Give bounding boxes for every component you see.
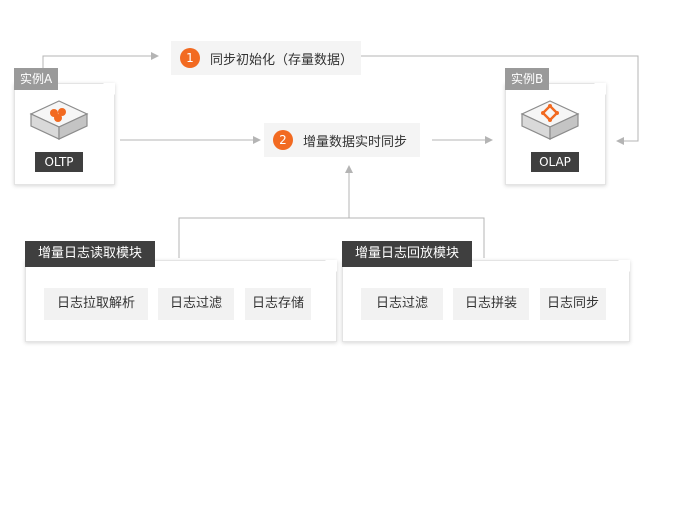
instance-a-tag: 实例A bbox=[14, 68, 59, 90]
card-corner-fold bbox=[618, 260, 630, 272]
step-number-badge: 2 bbox=[273, 130, 293, 150]
step-incremental-sync: 2 增量数据实时同步 bbox=[264, 123, 420, 157]
module-step-chip: 日志拼装 bbox=[453, 288, 529, 320]
module-step-chip: 日志过滤 bbox=[158, 288, 234, 320]
database-server-icon bbox=[520, 100, 580, 140]
module-step-chip: 日志存储 bbox=[245, 288, 311, 320]
log-replay-module-title: 增量日志回放模块 bbox=[342, 241, 473, 267]
modules-to-sync-arrow bbox=[178, 166, 485, 258]
step-number-badge: 1 bbox=[180, 48, 200, 68]
card-corner-fold bbox=[103, 83, 115, 95]
step-init-sync: 1 同步初始化（存量数据） bbox=[171, 41, 361, 75]
module-step-chip: 日志过滤 bbox=[361, 288, 443, 320]
database-server-icon bbox=[29, 100, 89, 140]
module-step-chip: 日志拉取解析 bbox=[44, 288, 148, 320]
instance-b-label: OLAP bbox=[531, 152, 579, 172]
module-step-chip: 日志同步 bbox=[540, 288, 606, 320]
step-label: 同步初始化（存量数据） bbox=[210, 52, 354, 68]
card-corner-fold bbox=[594, 83, 606, 95]
init-sync-arrow-in bbox=[42, 52, 159, 70]
card-corner-fold bbox=[325, 260, 337, 272]
step-label: 增量数据实时同步 bbox=[303, 134, 408, 150]
instance-b-tag: 实例B bbox=[505, 68, 550, 90]
instance-a-label: OLTP bbox=[35, 152, 83, 172]
log-read-module-title: 增量日志读取模块 bbox=[25, 241, 156, 267]
init-sync-arrow-out bbox=[361, 55, 639, 145]
